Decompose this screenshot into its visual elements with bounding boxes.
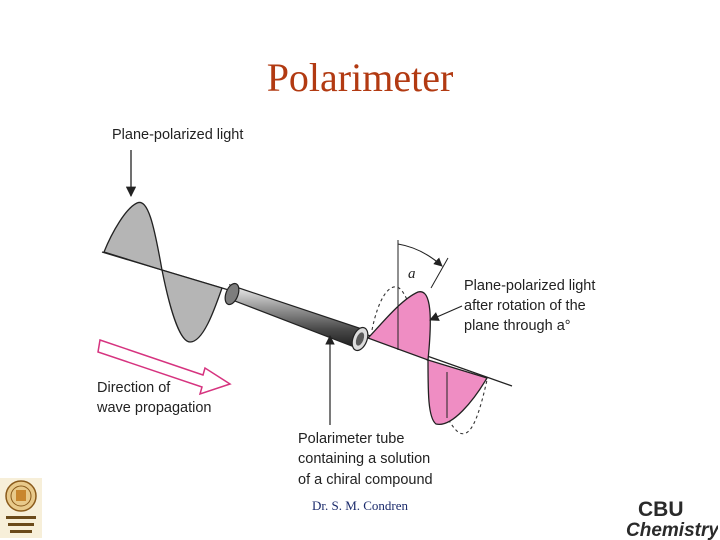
incoming-wave-trough bbox=[161, 269, 223, 343]
direction-label-line2: wave propagation bbox=[96, 400, 211, 416]
tube-label-line1: Polarimeter tube bbox=[298, 431, 404, 447]
angle-label: a bbox=[408, 266, 416, 282]
rotated-light-label-line2: after rotation of the bbox=[464, 298, 586, 314]
footer-author: Dr. S. M. Condren bbox=[311, 498, 409, 513]
university-seal-logo bbox=[0, 478, 42, 538]
rotation-angle-indicator bbox=[397, 240, 449, 300]
cbu-chemistry-logo: CBU Chemistry bbox=[626, 498, 718, 540]
rotated-wave-trough bbox=[427, 359, 488, 425]
cbu-logo-bottom-text: Chemistry bbox=[626, 520, 718, 540]
tube-label-line2: containing a solution bbox=[298, 451, 430, 467]
propagation-direction-arrow bbox=[97, 339, 232, 396]
direction-label-line1: Direction of bbox=[97, 380, 171, 396]
rotated-wave-crest bbox=[366, 291, 431, 361]
incoming-wave-crest bbox=[103, 201, 163, 271]
cbu-logo-top-text: CBU bbox=[638, 498, 684, 521]
incoming-light-label: Plane-polarized light bbox=[112, 127, 243, 143]
rotated-light-arrow bbox=[429, 305, 463, 321]
rotated-wave bbox=[366, 291, 488, 425]
page-title: Polarimeter bbox=[266, 55, 454, 100]
rotated-light-label-line1: Plane-polarized light bbox=[464, 278, 595, 294]
rotated-light-label-line3: plane through a° bbox=[464, 318, 571, 334]
incoming-wave bbox=[103, 201, 223, 343]
tube-label-line3: of a chiral compound bbox=[298, 472, 433, 488]
polarimeter-tube bbox=[224, 282, 369, 352]
